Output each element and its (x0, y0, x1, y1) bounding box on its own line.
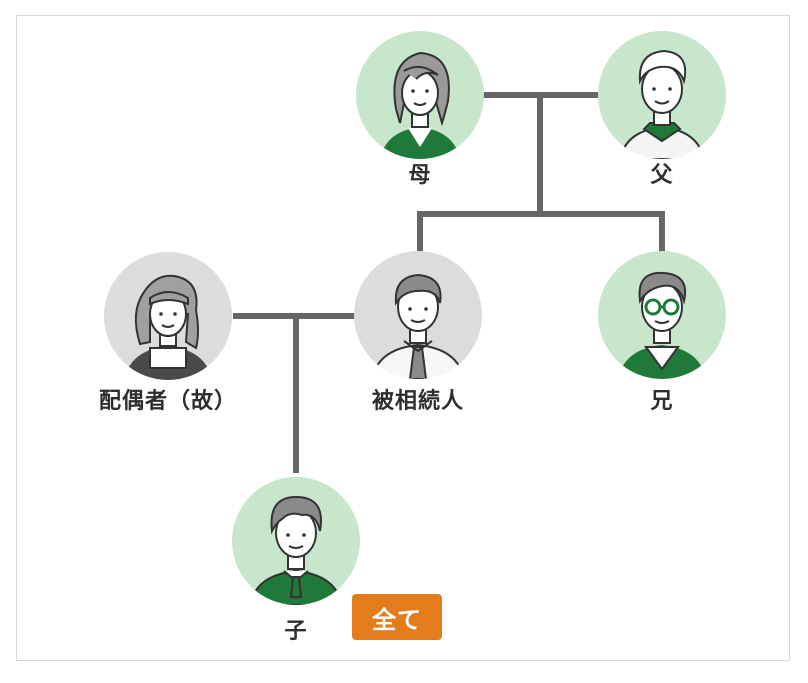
man-in-tie-avatar-icon (354, 251, 482, 379)
father-label: 父 (650, 163, 674, 188)
spouse-avatar (104, 252, 232, 380)
father-avatar (598, 31, 726, 159)
child-avatar (232, 477, 360, 605)
spouse-label: 配偶者（故） (98, 389, 237, 414)
child-label: 子 (284, 619, 308, 644)
all-badge: 全て (352, 594, 442, 640)
young-man-avatar-icon (232, 477, 360, 605)
elderly-man-avatar-icon (598, 31, 726, 159)
man-with-glasses-avatar-icon (598, 251, 726, 379)
decedent-label: 被相続人 (371, 389, 464, 414)
brother-label: 兄 (650, 389, 674, 414)
woman-avatar-icon (356, 31, 484, 159)
mother-label: 母 (408, 163, 432, 188)
brother-avatar (598, 251, 726, 379)
deceased-woman-avatar-icon (104, 252, 232, 380)
mother-avatar (356, 31, 484, 159)
decedent-avatar (354, 251, 482, 379)
